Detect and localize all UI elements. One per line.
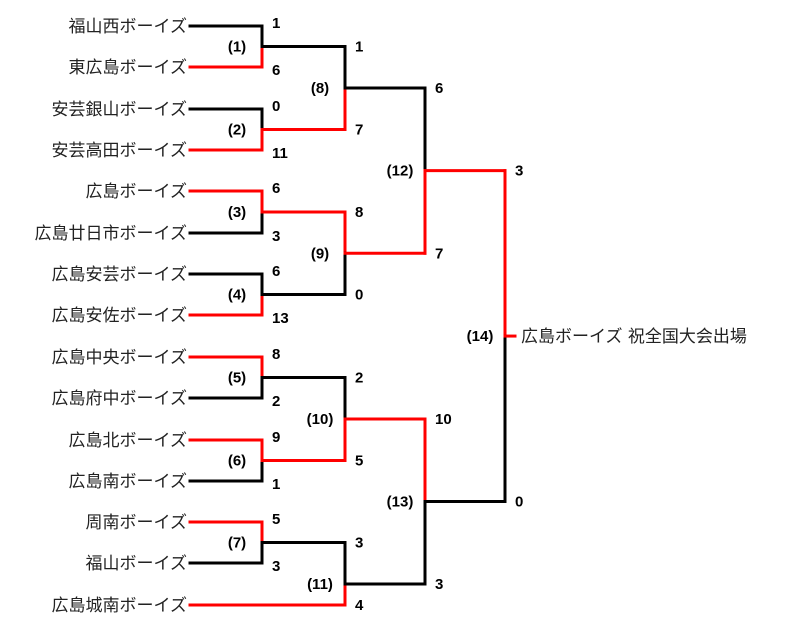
match-label: (12) xyxy=(387,163,414,180)
match-label: (10) xyxy=(307,411,334,428)
score: 1 xyxy=(272,15,280,32)
score: 7 xyxy=(435,245,443,262)
team-name: 広島安佐ボーイズ xyxy=(52,306,188,326)
score: 1 xyxy=(272,476,280,493)
team-name: 広島ボーイズ xyxy=(86,182,188,202)
score: 0 xyxy=(272,98,280,115)
match-label: (14) xyxy=(467,328,494,345)
match-label: (9) xyxy=(311,245,329,262)
match-label: (1) xyxy=(228,39,246,56)
team-name: 安芸高田ボーイズ xyxy=(52,141,188,161)
score: 13 xyxy=(272,310,289,327)
score: 6 xyxy=(272,263,280,280)
team-name: 広島廿日市ボーイズ xyxy=(35,224,188,244)
score: 1 xyxy=(355,39,363,56)
team-name: 安芸銀山ボーイズ xyxy=(52,100,188,120)
match-label: (6) xyxy=(228,453,246,470)
team-name: 周南ボーイズ xyxy=(86,513,188,533)
team-name: 広島府中ボーイズ xyxy=(52,389,188,409)
team-name: 広島南ボーイズ xyxy=(69,472,188,492)
score: 3 xyxy=(272,558,280,575)
score: 0 xyxy=(515,494,523,511)
match-label: (4) xyxy=(228,287,246,304)
score: 3 xyxy=(355,535,363,552)
team-name: 東広島ボーイズ xyxy=(69,58,188,78)
score: 11 xyxy=(272,145,288,162)
score: 8 xyxy=(272,346,280,363)
score: 0 xyxy=(355,287,363,304)
score: 5 xyxy=(272,511,280,528)
team-name: 広島中央ボーイズ xyxy=(52,348,188,368)
team-name: 広島北ボーイズ xyxy=(69,431,188,451)
team-name: 福山西ボーイズ xyxy=(69,17,188,37)
match-label: (11) xyxy=(307,576,333,593)
score: 4 xyxy=(355,597,364,614)
team-name: 福山ボーイズ xyxy=(86,554,188,574)
match-label: (2) xyxy=(228,122,246,139)
score: 3 xyxy=(515,163,523,180)
match-label: (7) xyxy=(228,535,246,552)
score: 8 xyxy=(355,204,363,221)
score: 6 xyxy=(272,180,280,197)
score: 2 xyxy=(355,370,363,387)
score: 9 xyxy=(272,429,280,446)
score: 2 xyxy=(272,393,280,410)
champion-result: 広島ボーイズ 祝全国大会出場 xyxy=(521,327,747,347)
score: 6 xyxy=(272,62,280,79)
match-label: (13) xyxy=(387,494,414,511)
team-name: 広島安芸ボーイズ xyxy=(52,265,188,285)
score: 6 xyxy=(435,80,443,97)
score: 3 xyxy=(435,576,443,593)
score: 5 xyxy=(355,453,363,470)
team-name: 広島城南ボーイズ xyxy=(52,596,188,616)
match-label: (5) xyxy=(228,370,246,387)
score: 3 xyxy=(272,228,280,245)
match-label: (8) xyxy=(311,80,329,97)
score: 7 xyxy=(355,122,363,139)
score: 10 xyxy=(435,411,452,428)
match-label: (3) xyxy=(228,204,246,221)
